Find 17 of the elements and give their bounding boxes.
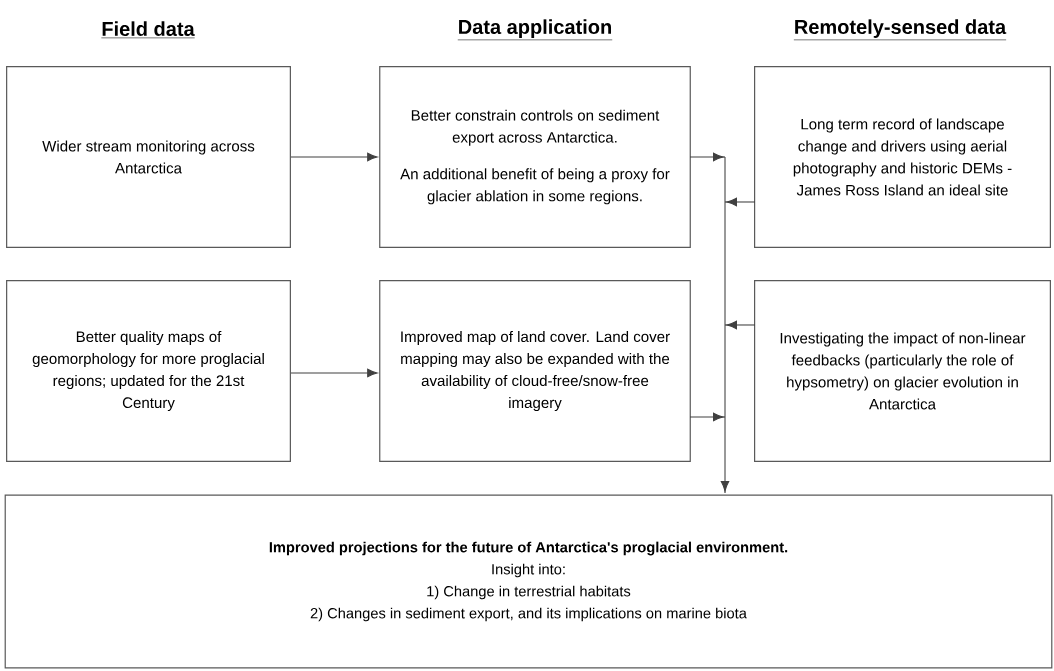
- arrow: [290, 152, 378, 162]
- text-box: Long term record of landscape change and drivers using aerial photography and historic DEMs - James Ross Island an ideal site: [754, 66, 1051, 248]
- arrow: [720, 156, 730, 494]
- text-box: Better constrain controls on sediment export across Antarctica. An additional benefit of being a proxy for glacier ablation in some regions.: [379, 66, 691, 248]
- text-box: Investigating the impact of non-linear feedbacks (particularly the role of hypsometry) on glacier evolution in Antarctica: [754, 280, 1051, 462]
- column-heading: Data application: [457, 19, 613, 41]
- column-heading: Field data: [101, 21, 195, 39]
- text-box: Better quality maps of geomorphology for more proglacial regions; updated for the 21st Century: [6, 280, 291, 462]
- column-heading: Remotely-sensed data: [793, 19, 1007, 41]
- arrow: [689, 412, 726, 422]
- arrow: [290, 368, 378, 378]
- text-box: Wider stream monitoring across Antarctica: [6, 66, 291, 248]
- text-box: Improved map of land cover. Land cover mapping may also be expanded with the availability of cloud-free/snow-free imagery: [379, 280, 691, 462]
- arrow: [724, 320, 756, 330]
- arrow: [689, 152, 726, 162]
- text-box: Improved projections for the future of Antarctica's proglacial environment. Insight into: 1) Change in terrestrial habitats 2) Changes in sediment export, and its implications on marine biota: [4, 494, 1053, 669]
- arrow: [724, 197, 756, 207]
